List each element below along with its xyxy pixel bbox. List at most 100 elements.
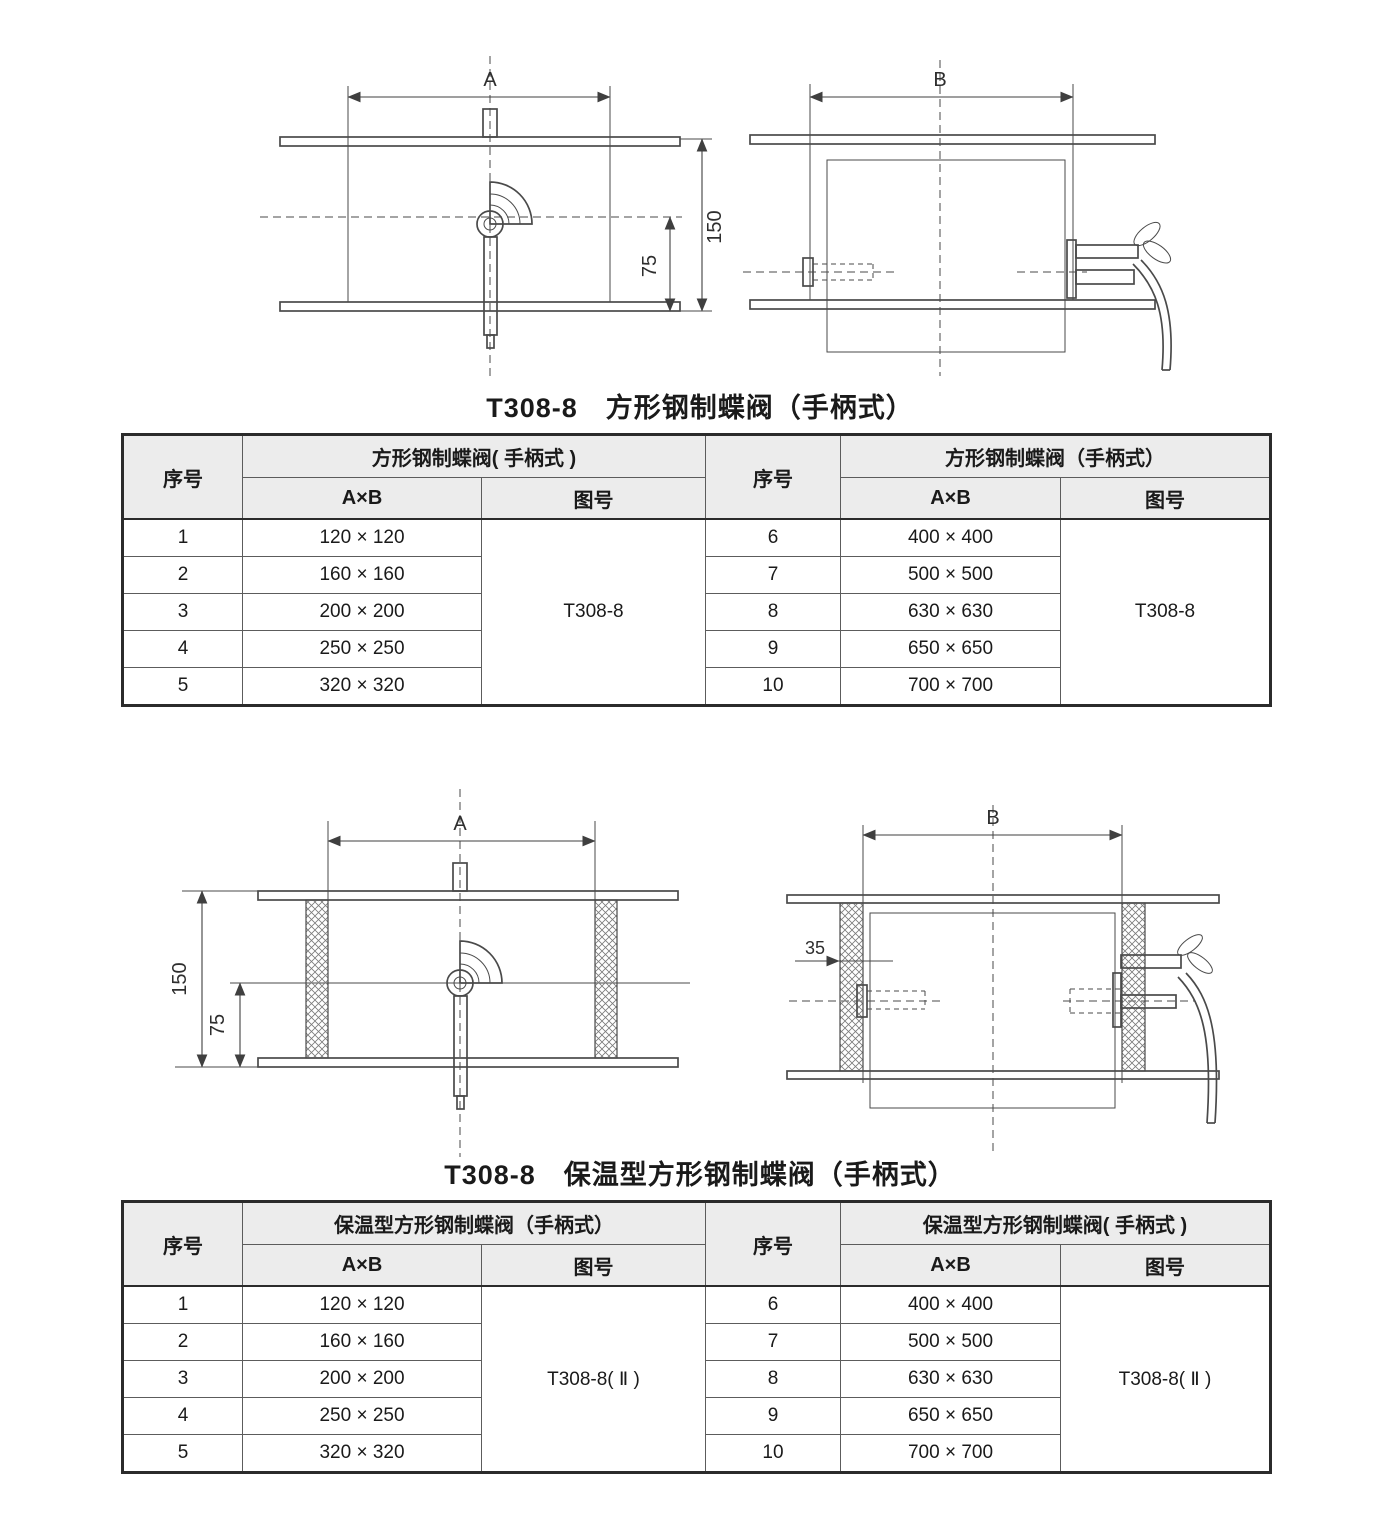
- row-seq-cell: 4: [122, 630, 243, 668]
- row-seq-cell: 3: [122, 593, 243, 631]
- row-size-cell: 400 × 400: [840, 1285, 1061, 1324]
- table-row: 3 200 × 200 8 630 × 630: [122, 1360, 1271, 1398]
- quadrant-handle: [476, 181, 533, 349]
- dim-35-label: 35: [805, 938, 825, 958]
- row-seq-cell: 8: [705, 1360, 841, 1398]
- seq-header: 序号: [122, 434, 243, 520]
- group-header: 保温型方形钢制蝶阀（手柄式）: [242, 1201, 706, 1245]
- dim-a-label: A: [483, 69, 497, 91]
- row-size-cell: 500 × 500: [840, 1323, 1061, 1361]
- row-size-cell: 320 × 320: [242, 1434, 482, 1473]
- dimension-35: 35: [795, 938, 893, 967]
- row-seq-cell: 4: [122, 1397, 243, 1435]
- row-size-cell: 250 × 250: [242, 630, 482, 668]
- spec-table-insulated: 序号 保温型方形钢制蝶阀（手柄式） 序号 保温型方形钢制蝶阀( 手柄式 ) A×…: [121, 1200, 1272, 1474]
- figure-no-cell: T308-8( Ⅱ ): [1060, 1285, 1271, 1473]
- figure-no-cell: T308-8( Ⅱ ): [481, 1285, 706, 1473]
- figure-no-cell: T308-8: [1060, 518, 1271, 706]
- seq-header: 序号: [705, 434, 841, 520]
- dim-b-label: B: [933, 69, 946, 91]
- size-header: A×B: [242, 1244, 482, 1287]
- row-seq-cell: 6: [705, 1285, 841, 1324]
- row-size-cell: 120 × 120: [242, 1285, 482, 1324]
- row-size-cell: 630 × 630: [840, 1360, 1061, 1398]
- dimension-a: A: [327, 813, 596, 847]
- row-size-cell: 500 × 500: [840, 556, 1061, 594]
- size-header: A×B: [840, 477, 1061, 520]
- row-seq-cell: 2: [122, 556, 243, 594]
- centerlines: [260, 56, 682, 378]
- dim-75-label: 75: [639, 255, 661, 277]
- row-size-cell: 400 × 400: [840, 518, 1061, 557]
- table-row: 2 160 × 160 7 500 × 500: [122, 556, 1271, 594]
- dimension-a: A: [347, 69, 611, 103]
- row-seq-cell: 9: [705, 630, 841, 668]
- insulation-hatch: [305, 899, 618, 1059]
- side-view-diagram: B: [743, 60, 1172, 376]
- row-seq-cell: 1: [122, 518, 243, 557]
- table-row: 1 120 × 120 T308-8 6 400 × 400 T308-8: [122, 518, 1271, 706]
- row-seq-cell: 10: [705, 667, 841, 706]
- seq-header: 序号: [705, 1201, 841, 1287]
- quadrant-handle: [446, 940, 503, 1110]
- row-size-cell: 160 × 160: [242, 556, 482, 594]
- row-seq-cell: 8: [705, 593, 841, 631]
- section1-title: T308-8 方形钢制蝶阀（手柄式）: [486, 393, 914, 423]
- group-header: 保温型方形钢制蝶阀( 手柄式 ): [840, 1201, 1271, 1245]
- insulated-front-view-diagram: A 150 75: [169, 789, 690, 1157]
- row-size-cell: 320 × 320: [242, 667, 482, 706]
- figure-header: 图号: [481, 1244, 706, 1287]
- row-size-cell: 650 × 650: [840, 630, 1061, 668]
- table-row: 4 250 × 250 9 650 × 650: [122, 1397, 1271, 1435]
- row-size-cell: 250 × 250: [242, 1397, 482, 1435]
- table-row: 5 320 × 320 10 700 × 700: [122, 1434, 1271, 1473]
- wing-nut-handle: [1066, 221, 1172, 371]
- insulation-hatch: [839, 902, 1146, 1072]
- table-row: 3 200 × 200 8 630 × 630: [122, 593, 1271, 631]
- row-size-cell: 630 × 630: [840, 593, 1061, 631]
- table-row: 1 120 × 120 T308-8( Ⅱ ) 6 400 × 400 T308…: [122, 1285, 1271, 1473]
- shaft-pivot: [856, 984, 1122, 1018]
- row-size-cell: 700 × 700: [840, 667, 1061, 706]
- wing-nut-handle: [1112, 934, 1218, 1124]
- row-seq-cell: 7: [705, 556, 841, 594]
- dim-a-label: A: [453, 813, 467, 835]
- dimension-75: 75: [639, 216, 676, 312]
- figure-no-cell: T308-8: [481, 518, 706, 706]
- dimension-150: 150: [169, 890, 208, 1068]
- group-header: 方形钢制蝶阀( 手柄式 ): [242, 434, 706, 478]
- dimension-b: B: [809, 69, 1074, 103]
- dimension-b: B: [862, 807, 1123, 841]
- dim-150-label: 150: [169, 962, 191, 995]
- dim-150-label: 150: [704, 210, 726, 243]
- table-row: 5 320 × 320 10 700 × 700: [122, 667, 1271, 706]
- row-size-cell: 120 × 120: [242, 518, 482, 557]
- row-seq-cell: 10: [705, 1434, 841, 1473]
- row-seq-cell: 7: [705, 1323, 841, 1361]
- figure-header: 图号: [1060, 1244, 1271, 1287]
- row-seq-cell: 5: [122, 1434, 243, 1473]
- centerlines: [743, 60, 1087, 376]
- row-seq-cell: 3: [122, 1360, 243, 1398]
- row-seq-cell: 9: [705, 1397, 841, 1435]
- dim-75-label: 75: [207, 1014, 229, 1036]
- duct-body: [749, 84, 1156, 353]
- size-header: A×B: [840, 1244, 1061, 1287]
- figure-header: 图号: [1060, 477, 1271, 520]
- row-size-cell: 200 × 200: [242, 1360, 482, 1398]
- row-size-cell: 160 × 160: [242, 1323, 482, 1361]
- size-header: A×B: [242, 477, 482, 520]
- section2-title: T308-8 保温型方形钢制蝶阀（手柄式）: [444, 1160, 956, 1190]
- seq-header: 序号: [122, 1201, 243, 1287]
- figure-header: 图号: [481, 477, 706, 520]
- dim-b-label: B: [986, 807, 999, 829]
- row-seq-cell: 5: [122, 667, 243, 706]
- table-row: 2 160 × 160 7 500 × 500: [122, 1323, 1271, 1361]
- insulated-side-view-diagram: B 35: [786, 805, 1220, 1155]
- shaft-pivot: [802, 257, 874, 287]
- dimension-150: 150: [680, 138, 726, 312]
- spec-table-plain: 序号 方形钢制蝶阀( 手柄式 ) 序号 方形钢制蝶阀（手柄式） A×B 图号 A…: [121, 433, 1272, 707]
- row-seq-cell: 6: [705, 518, 841, 557]
- row-seq-cell: 1: [122, 1285, 243, 1324]
